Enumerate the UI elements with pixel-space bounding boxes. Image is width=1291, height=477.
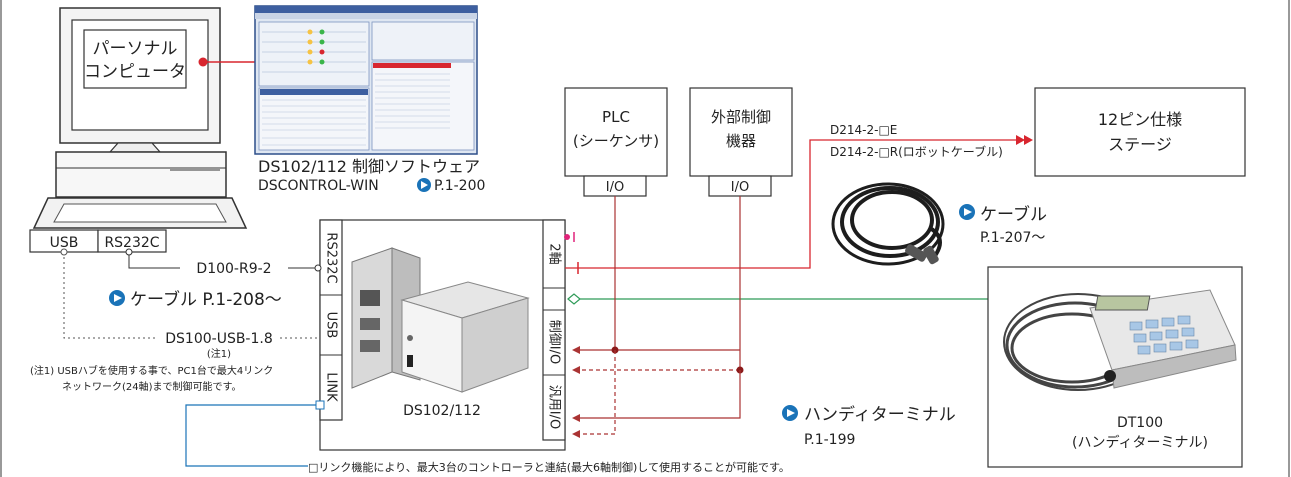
pc-computer: パーソナル コンピュータ [32,7,248,229]
pc-label-1: パーソナル [93,39,178,59]
port-2axis: 2軸 [547,243,562,264]
controller-product-image [351,247,530,393]
rs232c-cable-line [128,252,180,269]
dt100-desc: (ハンディターミナル) [1072,434,1208,451]
stage-label-2: ステージ [1108,135,1172,154]
cable-right-label: ケーブル [980,204,1047,225]
software-title: DS102/112 制御ソフトウェア [258,157,480,176]
stage-cable-e: D214-2-□E [830,123,897,137]
usb-cable-note-mark: (注1) [207,347,231,360]
software-page: P.1-200 [434,178,485,194]
usb-cable-name: DS100-USB-1.8 [165,331,273,347]
usb-cable-line [63,252,158,339]
plc-io-label: I/O [606,180,624,195]
usb-port-label: USB [50,235,79,251]
note-line-2: ネットワーク(24軸)まで制御可能です。 [62,380,242,393]
external-label-1: 外部制御 [711,108,771,126]
pc-software-dot [198,57,208,67]
port-link: LINK [324,372,339,402]
cable-left-label: ケーブル P.1-208～ [130,289,282,310]
external-label-2: 機器 [726,132,756,150]
plc-box [564,87,668,177]
rs232c-cable-name: D100-R9-2 [196,261,271,277]
port-usb: USB [324,312,339,339]
magenta-marker [564,234,570,240]
handy-label: ハンディターミナル [804,404,956,425]
dt100-name: DT100 [1117,415,1163,431]
software-name: DSCONTROL-WIN [258,178,379,194]
rs232c-port-label: RS232C [104,235,159,251]
pc-label-2: コンピュータ [84,62,186,82]
software-screenshot [254,5,478,155]
stage-label-1: 12ピン仕様 [1098,110,1182,129]
port-general-io: 汎用I/O [547,385,562,429]
external-io-label: I/O [731,180,749,195]
external-controller-box [689,87,793,177]
stage-cable-r: D214-2-□R(ロボットケーブル) [830,144,1003,159]
dt100-image [1003,289,1237,391]
cable-right-page: P.1-207～ [980,230,1045,246]
port-rs232c: RS232C [324,232,339,283]
link-note: □リンク機能により、最大3台のコントローラと連結(最大6軸制御)して使用すること… [308,460,790,474]
controller-name: DS102/112 [403,403,481,419]
note-line-1: (注1) USBハブを使用する事で、PC1台で最大4リンク [30,364,273,377]
stage-box [1034,87,1246,177]
handy-page: P.1-199 [804,432,855,448]
plc-label-2: (シーケンサ) [573,132,659,150]
link-cable-line [185,404,320,467]
axis-cable-line [565,139,1030,269]
port-control-io: 制御I/O [547,320,562,364]
plc-label-1: PLC [602,108,630,126]
